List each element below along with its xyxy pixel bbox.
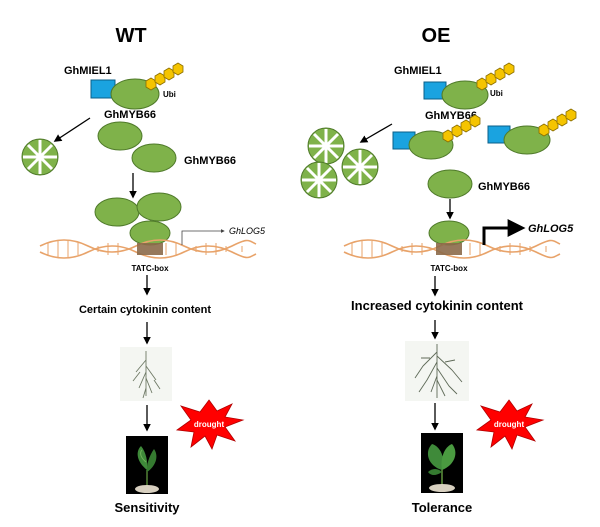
wt-title: WT [115,25,146,47]
oe-ghmyb66-bound [428,220,470,246]
wt-cytokinin-text: Certain cytokinin content [79,304,211,316]
oe-ghmyb66-ubiquitinated-top [441,80,489,110]
wt-root-image [120,347,172,401]
oe-panel: OE GhMIEL1 Ubi GhMYB66 [299,25,577,515]
oe-outcome: Tolerance [412,500,472,515]
wt-ghmyb66-bound-2 [136,192,182,222]
wt-ghmyb66-label-mid: GhMYB66 [184,155,236,167]
wt-ghmiel1-label: GhMIEL1 [64,65,112,77]
oe-tatc-box [436,243,462,255]
oe-ghmyb66-label-mid: GhMYB66 [478,181,530,193]
oe-ghmyb66-free [427,169,473,199]
oe-ghlog5-label: GhLOG5 [528,223,574,235]
oe-complex-2 [487,108,577,155]
wt-seedling-image [126,436,168,494]
wt-drought-icon: drought [176,399,244,450]
oe-transcription-arrow [482,219,526,245]
wt-ghmyb66-label-top: GhMYB66 [104,109,156,121]
wt-ghlog5-label: GhLOG5 [229,226,266,236]
oe-ghmiel1-label: GhMIEL1 [394,65,442,77]
wt-ubi-label: Ubi [163,90,176,99]
oe-ubiquitin-chain-icon-top [476,62,515,91]
oe-ghmyb66-label-top: GhMYB66 [425,110,477,122]
oe-drought-icon: drought [476,399,544,450]
wt-degraded-protein-icon [20,137,60,177]
wt-outcome: Sensitivity [114,500,180,515]
wt-ghmyb66-bound-1 [94,197,140,227]
wt-drought-label: drought [194,420,225,429]
oe-complex-1 [392,114,481,160]
oe-drought-label: drought [494,420,525,429]
wt-ghmyb66-free-2 [131,143,177,173]
wt-tatc-box [137,243,163,255]
wt-panel: WT GhMIEL1 Ubi GhMYB66 GhMYB66 GhLO [20,25,266,515]
oe-dna-helix [343,239,561,259]
wt-degradation-arrow [53,117,91,142]
oe-title: OE [422,25,451,47]
oe-degradation-arrow [359,123,393,143]
wt-tatc-box-label: TATC-box [131,264,169,273]
oe-ubi-label: Ubi [490,89,503,98]
wt-ubiquitin-chain-icon [145,62,184,91]
oe-cytokinin-text: Increased cytokinin content [351,298,524,313]
oe-root-image [405,341,469,401]
oe-seedling-image [421,433,463,493]
oe-tatc-box-label: TATC-box [430,264,468,273]
wt-dna-helix [39,239,257,259]
wt-transcription-arrow [181,229,225,245]
wt-ghmyb66-free-1 [97,121,143,151]
